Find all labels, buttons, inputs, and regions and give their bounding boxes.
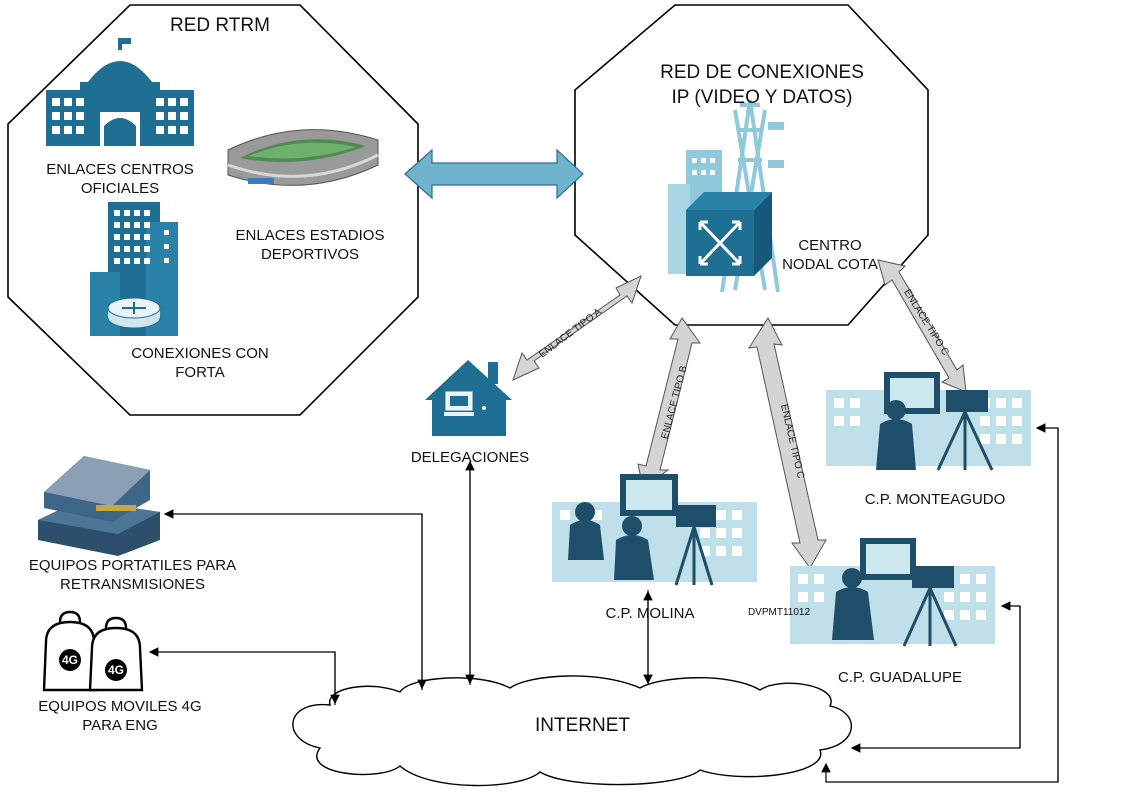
internet-cloud [292, 675, 853, 787]
equipos-moviles-label-line2: PARA ENG [82, 717, 158, 734]
studio-guadalupe-icon [790, 538, 995, 647]
equipos-portatiles-label-line1: EQUIPOS PORTATILES PARA [28, 557, 237, 574]
connector-lines [148, 423, 1059, 783]
estadios-label-line1: ENLACES ESTADIOS [235, 227, 385, 244]
badge-4g-left: 4G [61, 653, 78, 667]
red-ip-title-line2: IP (VIDEO Y DATOS) [671, 87, 853, 108]
guadalupe-code-label: DVPMT11012 [747, 607, 811, 618]
red-ip-title-line1: RED DE CONEXIONES [660, 62, 864, 83]
house-icon [425, 360, 512, 436]
forta-label-line2: FORTA [175, 364, 225, 381]
equipos-portatiles-label-line2: RETRANSMISIONES [59, 576, 206, 593]
centros-oficiales-label-line2: OFICIALES [80, 180, 160, 197]
centros-oficiales-label-line1: ENLACES CENTROS [46, 161, 194, 178]
badge-4g-right: 4G [107, 663, 124, 677]
equipos-moviles-label-line1: EQUIPOS MOVILES 4G [38, 698, 202, 715]
internet-label: INTERNET [535, 715, 630, 736]
cp-molina-label: C.P. MOLINA [605, 605, 695, 622]
cp-monteagudo-label: C.P. MONTEAGUDO [864, 491, 1006, 508]
centro-nodal-label-line1: CENTRO [798, 237, 862, 254]
red-rtrm-title: RED RTRM [170, 15, 270, 36]
backpack-4g-icon [42, 610, 144, 692]
central-node-icon [668, 99, 784, 293]
cp-guadalupe-label: C.P. GUADALUPE [838, 669, 962, 686]
studio-molina-icon [552, 474, 757, 586]
portable-equipment-icon [38, 456, 160, 556]
interconnection-double-arrow [404, 148, 584, 200]
estadios-label-line2: DEPORTIVOS [260, 246, 360, 263]
government-building-icon [46, 38, 194, 146]
stadium-icon [227, 129, 379, 186]
office-building-router-icon [90, 202, 178, 336]
delegaciones-label: DELEGACIONES [410, 449, 530, 466]
forta-label-line1: CONEXIONES CON [131, 345, 269, 362]
red-ip-octagon [574, 4, 929, 326]
studio-monteagudo-icon [826, 372, 1031, 471]
centro-nodal-label-line2: NODAL COTA [782, 256, 878, 273]
link-arrow-tipo-a [512, 275, 642, 381]
